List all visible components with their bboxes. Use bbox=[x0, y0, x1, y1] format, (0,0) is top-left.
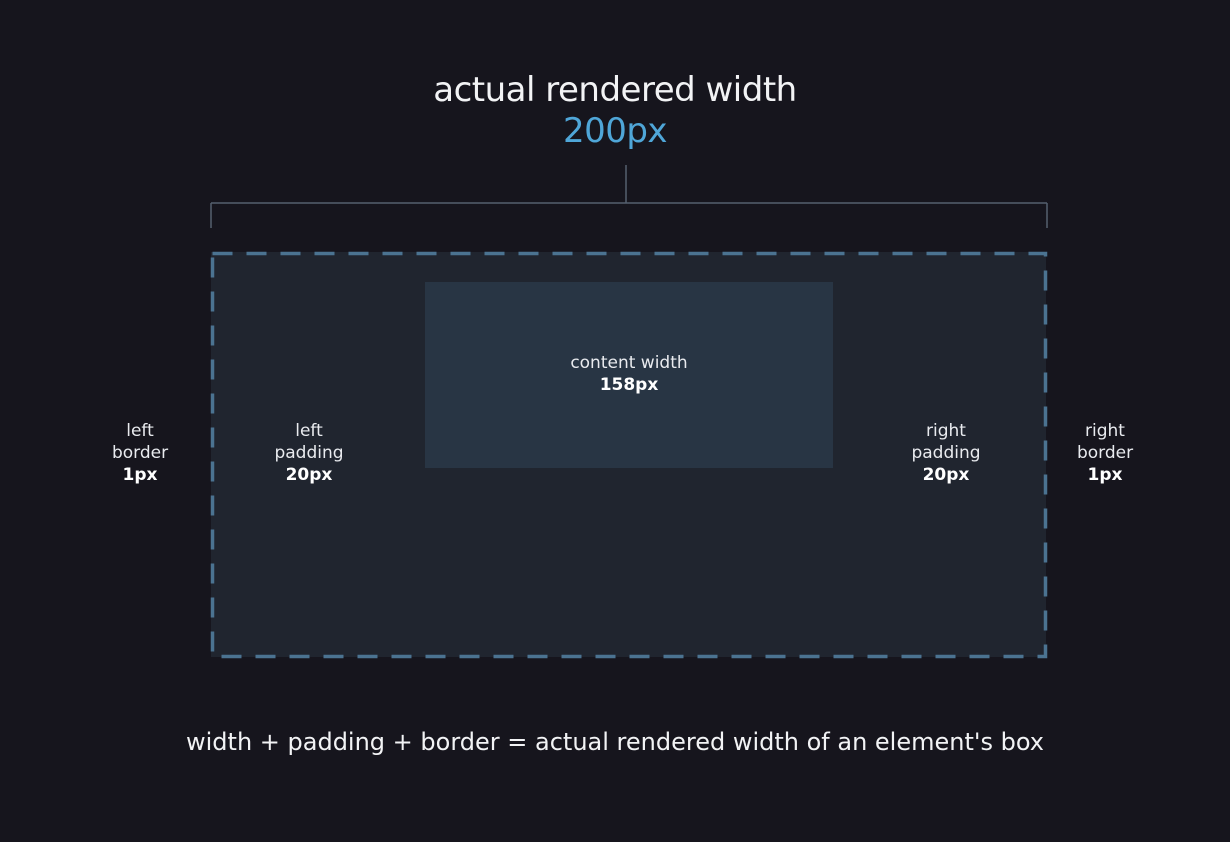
right-border-line2: border bbox=[1076, 443, 1134, 463]
content-area bbox=[425, 282, 833, 468]
left-padding-label: left padding 20px bbox=[259, 420, 359, 486]
right-border-value: 1px bbox=[1087, 465, 1123, 485]
formula-caption: width + padding + border = actual render… bbox=[186, 728, 1044, 756]
left-padding-line2: padding bbox=[274, 443, 344, 463]
left-border-line2: border bbox=[111, 443, 169, 463]
left-border-label: left border 1px bbox=[90, 420, 190, 486]
left-padding-line1: left bbox=[295, 421, 323, 441]
right-padding-label: right padding 20px bbox=[896, 420, 996, 486]
left-border-line1: left bbox=[126, 421, 154, 441]
right-padding-value: 20px bbox=[922, 465, 970, 485]
diagram-title: actual rendered width bbox=[433, 70, 797, 110]
right-border-label: right border 1px bbox=[1055, 420, 1155, 486]
content-width-value: 158px bbox=[599, 375, 659, 395]
total-width-value: 200px bbox=[562, 111, 668, 151]
content-width-text: content width bbox=[570, 353, 688, 373]
left-border-value: 1px bbox=[122, 465, 158, 485]
right-padding-line1: right bbox=[926, 421, 966, 441]
right-border-line1: right bbox=[1085, 421, 1125, 441]
right-padding-line2: padding bbox=[911, 443, 981, 463]
content-width-label: content width 158px bbox=[425, 352, 833, 396]
left-padding-value: 20px bbox=[285, 465, 333, 485]
